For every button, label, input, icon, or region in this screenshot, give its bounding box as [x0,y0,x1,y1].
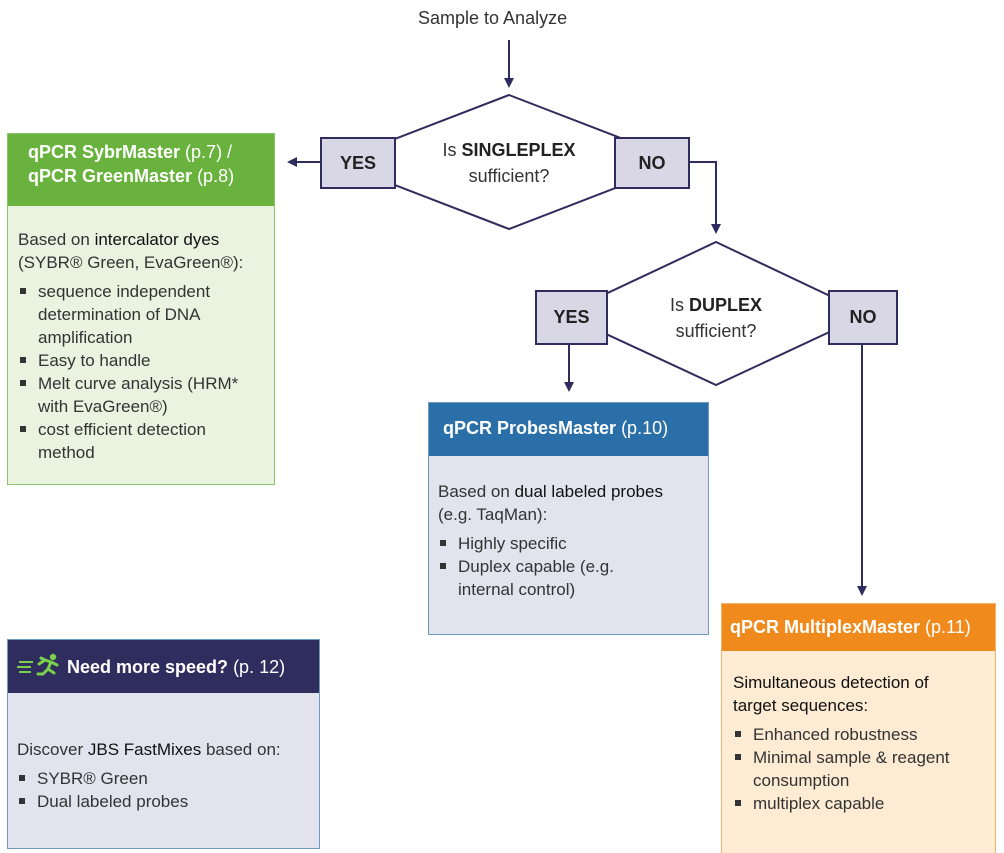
sybr-green-card-header: qPCR SybrMaster (p.7) / qPCR GreenMaster… [8,134,274,206]
list-item: SYBR® Green [17,767,309,790]
decision2-prefix: Is [669,295,689,315]
decision2-yes-tag: YES [535,290,608,345]
sybr-feature-list: sequence independent determination of DN… [18,280,264,464]
probes-card-header: qPCR ProbesMaster (p.10) [429,403,708,456]
decision2-diamond [560,240,871,387]
list-item: Easy to handle [18,349,264,372]
list-item: Dual labeled probes [17,790,309,813]
running-person-icon [17,652,63,682]
decision2-question: Is DUPLEX sufficient? [640,292,792,344]
sybr-page1: (p.7) / [180,142,233,162]
decision2-suffix: sufficient? [675,321,757,341]
sybr-page2: (p.8) [192,166,235,186]
list-item: Enhanced robustness [733,723,985,746]
multiplex-title: qPCR MultiplexMaster [730,617,921,637]
list-item: Duplex capable (e.g. internal control) [438,555,648,601]
list-item: cost efficient detection method [18,418,264,464]
decision1-no-tag: NO [614,137,690,189]
speed-intro-b: JBS FastMixes [87,740,202,759]
decision1-yes-tag: YES [320,137,396,189]
speed-feature-list: SYBR® Green Dual labeled probes [17,767,309,813]
multiplex-card-body: Simultaneous detection of target sequenc… [722,651,995,825]
sybr-intro-b: intercalator dyes [94,230,220,249]
multiplex-feature-list: Enhanced robustness Minimal sample & rea… [733,723,985,815]
sybr-intro-a: Based on [18,230,95,249]
sybr-green-card: qPCR SybrMaster (p.7) / qPCR GreenMaster… [7,133,275,485]
sybr-green-card-body: Based on intercalator dyes (SYBR® Green,… [8,206,274,474]
list-item: Melt curve analysis (HRM* with EvaGreen®… [18,372,264,418]
multiplex-card: qPCR MultiplexMaster (p.11) Simultaneous… [721,603,996,853]
decision1-keyword: SINGLEPLEX [461,140,576,160]
sybr-title1: qPCR SybrMaster [28,142,181,162]
decision1-suffix: sufficient? [468,166,550,186]
probes-page: (p.10) [616,418,669,438]
speed-intro-c: based on: [201,740,281,759]
speed-card-header: Need more speed? (p. 12) [8,640,319,693]
arrow-no-to-decision2 [690,161,721,234]
sample-to-analyze-label: Sample to Analyze [418,8,568,28]
multiplex-intro: Simultaneous detection of target sequenc… [733,673,929,715]
probes-feature-list: Highly specific Duplex capable (e.g. int… [438,532,698,601]
speed-page: (p. 12) [228,656,286,677]
list-item: Minimal sample & reagent consumption [733,746,983,792]
list-item: Highly specific [438,532,698,555]
multiplex-card-header: qPCR MultiplexMaster (p.11) [722,604,995,651]
probes-intro-b: dual labeled probes [514,482,663,501]
list-item: sequence independent determination of DN… [18,280,264,349]
multiplex-page: (p.11) [920,617,971,637]
probes-intro-a: Based on [438,482,515,501]
sybr-intro-c: (SYBR® Green, EvaGreen®): [18,253,244,272]
decision2-keyword: DUPLEX [689,295,763,315]
speed-card-body: Discover JBS FastMixes based on: SYBR® G… [8,693,319,823]
probes-card-body: Based on dual labeled probes (e.g. TaqMa… [429,456,708,611]
decision1-prefix: Is [442,140,462,160]
decision2-no-tag: NO [828,290,898,345]
speed-title: Need more speed? [67,656,229,677]
probes-card: qPCR ProbesMaster (p.10) Based on dual l… [428,402,709,635]
sybr-title2: qPCR GreenMaster [28,166,193,186]
list-item: multiplex capable [733,792,985,815]
decision1-question: Is SINGLEPLEX sufficient? [420,137,598,189]
probes-intro-c: (e.g. TaqMan): [438,505,548,524]
speed-intro-a: Discover [17,740,88,759]
probes-title: qPCR ProbesMaster [443,418,617,438]
speed-card: Need more speed? (p. 12) Discover JBS Fa… [7,639,320,849]
